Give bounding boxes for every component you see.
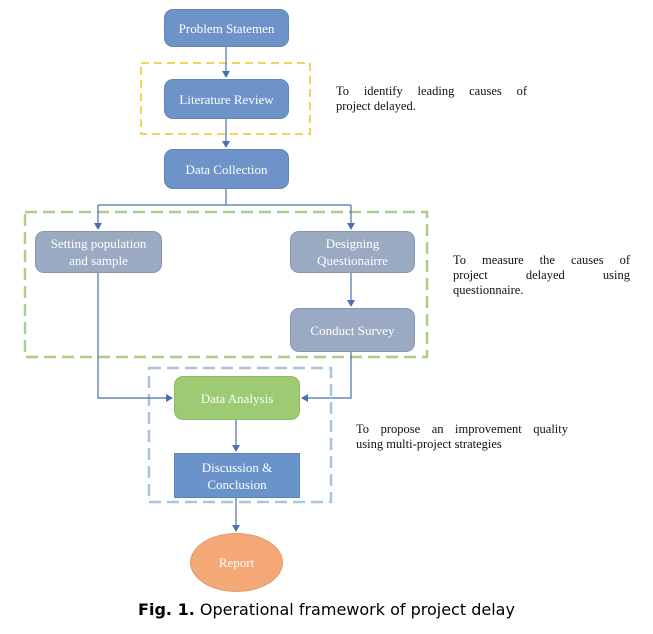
literature-review-label: Literature Review [179,91,274,107]
figure-caption-text: Operational framework of project delay [199,600,515,619]
questionnaire-note-line2: project delayed using [453,268,630,282]
questionnaire-note: To measure the causes of project delayed… [453,253,630,298]
arrow-population-to-analysis [97,273,173,402]
literature-note-line1: To identify leading causes of [336,84,527,98]
discussion-conclusion-node: Discussion & Conclusion [174,453,300,498]
analysis-note: To propose an improvement quality using … [356,422,568,452]
literature-review-node: Literature Review [164,79,289,119]
figure-caption: Fig. 1. Operational framework of project… [0,600,653,619]
data-collection-label: Data Collection [185,161,268,177]
arrow-survey-to-analysis [301,352,352,402]
data-analysis-node: Data Analysis [174,376,300,420]
designing-questionnaire-label-line1: Designing [325,236,380,251]
problem-statement-node: Problem Statemen [164,9,289,47]
setting-population-label-line1: Setting population [50,236,147,251]
setting-population-label-line2: and sample [69,253,128,268]
discussion-conclusion-label-line2: Conclusion [207,476,267,492]
analysis-group-frame [147,366,333,504]
questionnaire-note-line1: To measure the causes of [453,253,630,267]
questionnaire-note-line3: questionnaire. [453,283,524,297]
analysis-note-line1: To propose an improvement quality [356,422,568,436]
conduct-survey-node: Conduct Survey [290,308,415,352]
literature-note: To identify leading causes of project de… [336,84,527,114]
setting-population-node: Setting population and sample [35,231,162,273]
problem-statement-label: Problem Statemen [178,20,275,36]
report-label: Report [218,555,255,570]
report-node: Report [190,533,283,592]
discussion-conclusion-label-line1: Discussion & [201,459,273,475]
analysis-note-line2: using multi-project strategies [356,437,502,451]
literature-note-line2: project delayed. [336,99,416,113]
figure-caption-label: Fig. 1. [138,600,195,619]
designing-questionnaire-label-line2: Questionairre [317,253,388,268]
designing-questionnaire-node: Designing Questionairre [290,231,415,273]
data-collection-node: Data Collection [164,149,289,189]
questionnaire-group-frame [23,210,429,359]
conduct-survey-label: Conduct Survey [310,322,395,338]
data-analysis-label: Data Analysis [200,390,274,406]
